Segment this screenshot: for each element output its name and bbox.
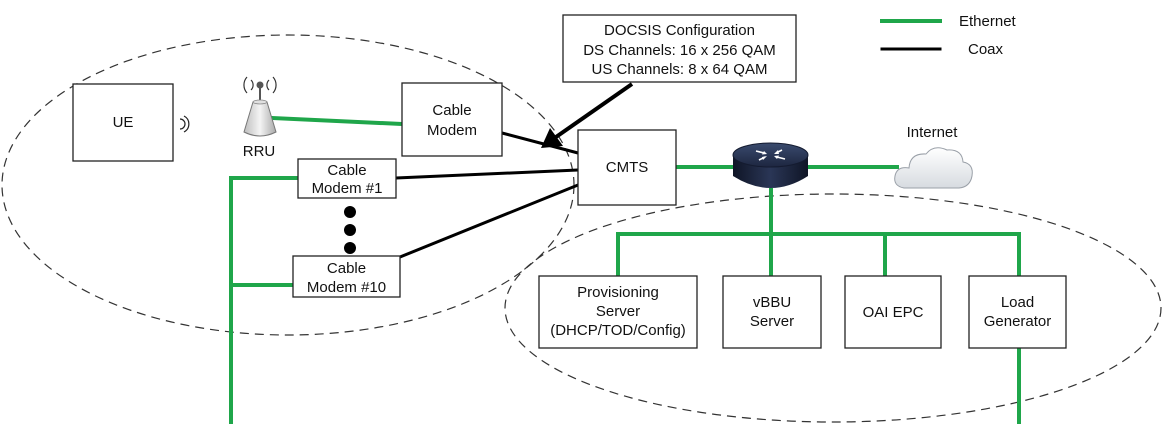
antenna-icon <box>243 76 277 137</box>
cloud-icon <box>894 147 973 189</box>
cable-modem-node[interactable]: Cable Modem <box>401 82 503 157</box>
cable-modem-1-label-line-2: Modem #1 <box>312 180 383 197</box>
internet-label: Internet <box>907 124 959 141</box>
coax-link-modem-1 <box>394 168 580 180</box>
oai-epc-box <box>844 275 942 349</box>
more-modems-ellipsis <box>344 206 356 254</box>
rru-label: RRU <box>243 143 276 160</box>
coax-link-modem-10 <box>398 183 580 259</box>
ethernet-links <box>229 115 1021 424</box>
rru-node[interactable]: RRU <box>243 76 277 160</box>
cable-modem-10-box <box>292 255 401 298</box>
wireless-signal-icon <box>179 115 190 133</box>
vbbu-server-label-line-1: vBBU <box>753 294 791 311</box>
cable-modem-1-label-line-1: Cable <box>327 162 366 179</box>
docsis-callout-line-1: DOCSIS Configuration <box>604 22 755 39</box>
cable-modem-10-label-line-2: Modem #10 <box>307 279 386 296</box>
ue-box <box>72 83 174 162</box>
legend-ethernet-label: Ethernet <box>959 13 1017 30</box>
coax-link-modem <box>500 131 580 155</box>
load-generator-label-line-1: Load <box>1001 294 1034 311</box>
load-generator-box <box>968 275 1067 349</box>
docsis-callout-box <box>562 14 797 83</box>
cmts-box <box>577 129 677 206</box>
callout-arrow-head <box>541 128 563 148</box>
docsis-callout-line-3: US Channels: 8 x 64 QAM <box>592 61 768 78</box>
provisioning-server-box <box>538 275 698 349</box>
cable-modem-box <box>401 82 503 157</box>
ue-label: UE <box>113 114 134 131</box>
oai-epc-node[interactable]: OAI EPC <box>844 275 942 349</box>
vbbu-server-node[interactable]: vBBU Server <box>722 275 822 349</box>
access-network-boundary <box>1 34 575 336</box>
coax-links <box>394 131 580 259</box>
load-generator-node[interactable]: Load Generator <box>968 275 1067 349</box>
docsis-callout-line-2: DS Channels: 16 x 256 QAM <box>583 42 776 59</box>
provisioning-server-label-line-2: Server <box>596 303 640 320</box>
cmts-label: CMTS <box>606 159 649 176</box>
cmts-node[interactable]: CMTS <box>577 129 677 206</box>
legend: Ethernet Coax <box>880 13 1017 58</box>
cable-modem-label-line-1: Cable <box>432 102 471 119</box>
provisioning-server-label-line-1: Provisioning <box>577 284 659 301</box>
ue-node[interactable]: UE <box>72 83 190 162</box>
internet-node[interactable]: Internet <box>894 124 973 189</box>
core-network-boundary <box>504 193 1162 423</box>
cable-modem-10-label-line-1: Cable <box>327 260 366 277</box>
oai-epc-label: OAI EPC <box>863 304 924 321</box>
ethernet-link-rru-modem <box>269 115 405 127</box>
cable-modem-1-box <box>297 158 397 199</box>
provisioning-server-node[interactable]: Provisioning Server (DHCP/TOD/Config) <box>538 275 698 349</box>
cable-modem-label-line-2: Modem <box>427 122 477 139</box>
callout-arrow-shaft <box>554 82 634 139</box>
legend-coax-label: Coax <box>968 41 1004 58</box>
router-icon[interactable] <box>732 142 809 188</box>
docsis-callout: DOCSIS Configuration DS Channels: 16 x 2… <box>541 14 797 148</box>
provisioning-server-label-line-3: (DHCP/TOD/Config) <box>550 322 686 339</box>
cable-modem-10-node[interactable]: Cable Modem #10 <box>292 255 401 298</box>
cable-modem-1-node[interactable]: Cable Modem #1 <box>297 158 397 199</box>
load-generator-label-line-2: Generator <box>984 313 1052 330</box>
vbbu-server-box <box>722 275 822 349</box>
vbbu-server-label-line-2: Server <box>750 313 794 330</box>
